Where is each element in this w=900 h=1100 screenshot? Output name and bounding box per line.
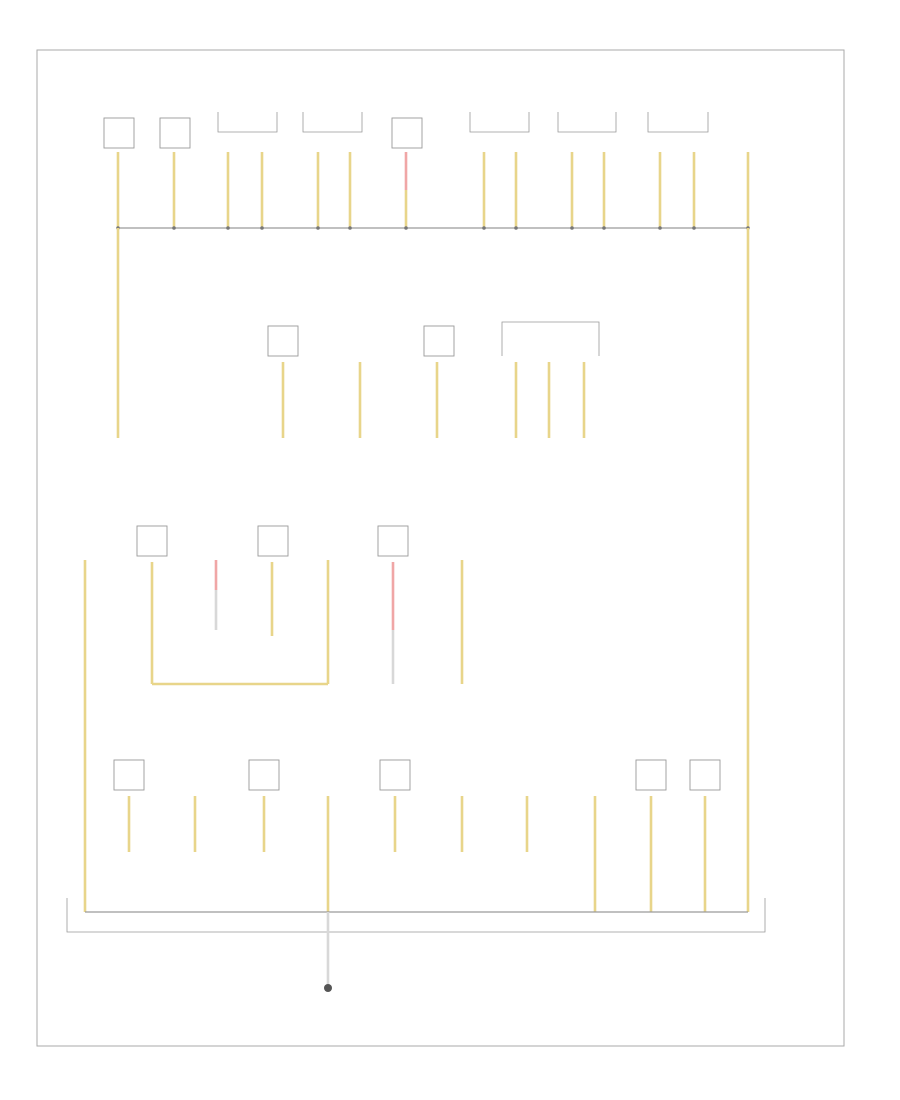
junction-dot-icon [570, 226, 574, 230]
component-box [379, 759, 411, 791]
junction-dot-icon [316, 226, 320, 230]
row4-components [113, 759, 721, 791]
junction-dot-icon [482, 226, 486, 230]
component-box [103, 117, 135, 149]
component-box [689, 759, 721, 791]
connector-bracket [557, 112, 617, 133]
junction-dot-icon [260, 226, 264, 230]
component-box [136, 525, 168, 557]
junction-dot-icon [226, 226, 230, 230]
junction-dot-icon [172, 226, 176, 230]
row3-components [136, 525, 409, 557]
connector-bracket [647, 112, 709, 133]
junction-dot-icon [692, 226, 696, 230]
row1-wires [116, 152, 750, 228]
row3-wires [83, 560, 464, 912]
ground-symbol-icon [324, 984, 332, 992]
component-box [635, 759, 667, 791]
row4-wires [127, 796, 707, 912]
component-box [257, 525, 289, 557]
component-box [391, 117, 423, 149]
component-box [423, 325, 455, 357]
junction-dot-icon [658, 226, 662, 230]
junction-dot-icon [348, 226, 352, 230]
component-box [248, 759, 280, 791]
row2-components [267, 321, 600, 357]
component-box [267, 325, 299, 357]
ground-bracket [66, 898, 766, 933]
component-box [377, 525, 409, 557]
diagram-frame [36, 49, 845, 1047]
component-box [113, 759, 145, 791]
row2-wires [281, 362, 586, 438]
connector-bracket [469, 112, 530, 133]
junction-dot-icon [514, 226, 518, 230]
junction-dot-icon [602, 226, 606, 230]
junction-dot-icon [404, 226, 408, 230]
connector-bracket [302, 112, 363, 133]
connector-bracket [217, 112, 278, 133]
connector-bracket [501, 321, 600, 356]
component-box [159, 117, 191, 149]
row1-components [103, 112, 709, 149]
